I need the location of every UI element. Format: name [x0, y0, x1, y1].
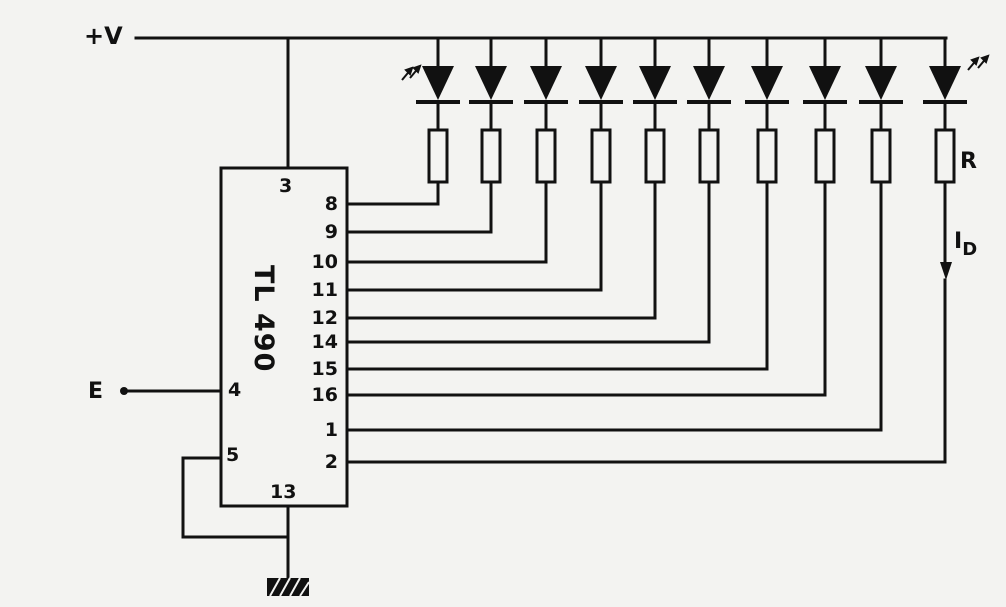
resistor-icon	[756, 128, 778, 184]
output-pin-label: 16	[312, 384, 338, 406]
output-pin-label: 14	[312, 331, 338, 353]
led-icon	[422, 66, 454, 100]
pin-ref-label: 5	[226, 444, 239, 466]
supply-label: +V	[84, 22, 123, 50]
ground-symbol	[267, 577, 310, 597]
resistor-icon	[814, 128, 836, 184]
led-icon	[751, 66, 783, 100]
led-channel: 2	[325, 36, 967, 473]
led-icon	[475, 66, 507, 100]
input-label: E	[88, 379, 103, 404]
led-icon	[693, 66, 725, 100]
led-icon	[865, 66, 897, 100]
led-channel: 15	[312, 36, 789, 380]
ref-loop-wire	[181, 456, 290, 539]
led-channel: 14	[312, 36, 731, 353]
resistor-icon	[870, 128, 892, 184]
led-icon	[809, 66, 841, 100]
resistor-icon	[480, 128, 502, 184]
led-channel: 10	[312, 36, 568, 273]
output-pin-label: 2	[325, 451, 338, 473]
led-icon	[585, 66, 617, 100]
led-icon	[639, 66, 671, 100]
led-channel: 8	[325, 36, 460, 215]
pin-ground-label: 13	[270, 481, 296, 503]
led-channel: 16	[312, 36, 847, 406]
resistor-icon	[590, 128, 612, 184]
led-channel: 1	[325, 36, 903, 441]
output-pin-label: 12	[312, 307, 338, 329]
led-channel: 11	[312, 36, 623, 301]
current-arrow	[940, 262, 952, 280]
light-arrows-left-icon	[401, 64, 422, 81]
pin-supply-label: 3	[279, 175, 292, 197]
ic-body	[219, 166, 349, 508]
led-channel: 12	[312, 36, 677, 329]
resistor-icon	[934, 128, 956, 184]
resistor-icon	[698, 128, 720, 184]
led-icon	[530, 66, 562, 100]
current-label-main: I	[954, 229, 962, 254]
output-pin-label: 8	[325, 193, 338, 215]
ic-name: TL 490	[248, 265, 279, 372]
output-pin-label: 10	[312, 251, 338, 273]
led-channel: 9	[325, 36, 513, 243]
pin-input-label: 4	[228, 379, 241, 401]
resistor-icon	[427, 128, 449, 184]
current-label: ID	[954, 229, 977, 260]
light-arrows-right-icon	[967, 54, 990, 71]
resistor-icon	[644, 128, 666, 184]
resistor-icon	[535, 128, 557, 184]
output-pin-label: 9	[325, 221, 338, 243]
output-pin-label: 15	[312, 358, 338, 380]
current-label-subscript: D	[962, 239, 977, 260]
resistor-label: R	[960, 149, 977, 174]
output-pin-label: 11	[312, 279, 338, 301]
led-icon	[929, 66, 961, 100]
output-pin-label: 1	[325, 419, 338, 441]
